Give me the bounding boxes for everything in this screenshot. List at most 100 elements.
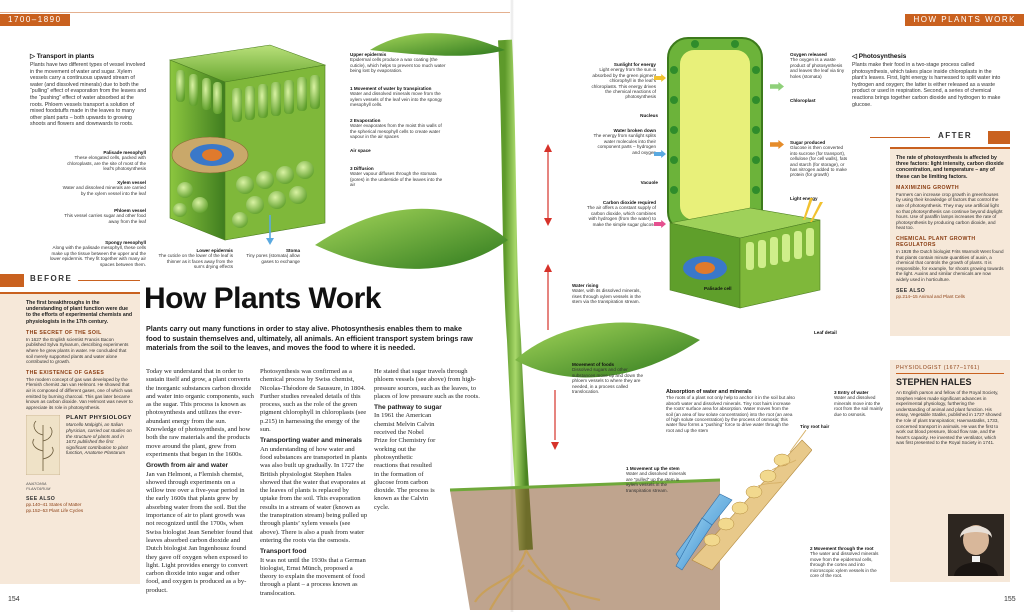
body-column-1: Today we understand that in order to sus… (146, 368, 254, 595)
page-title: How Plants Work (144, 282, 381, 315)
anatome-plantarum-illustration (25, 415, 61, 476)
plant-physiology-title: PLANT PHYSIOLOGY (66, 415, 132, 422)
before-lead: The first breakthroughs in the understan… (26, 300, 133, 325)
label-light-energy: Light energy (790, 196, 818, 201)
root-cross-section (675, 430, 812, 571)
right-header: HOW PLANTS WORK (512, 0, 1024, 26)
roots (474, 549, 601, 610)
after-sec2-text: In 1928 the Dutch biologist Frits Warmol… (896, 248, 1004, 282)
before-label: BEFORE (30, 274, 73, 283)
header-title: HOW PLANTS WORK (905, 14, 1024, 26)
body-col3-p1: He stated that sugar travels through phl… (374, 368, 480, 400)
photosynthesis-box: ◁ Photosynthesis Plants make their food … (852, 52, 1002, 108)
photosynthesis-title: ◁ Photosynthesis (852, 53, 907, 60)
body-column-3: He stated that sugar travels through phl… (374, 368, 482, 512)
left-header-rule (0, 12, 512, 13)
body-col2-p2: An understanding of how water and food s… (260, 445, 368, 544)
after-sec1-text: Farmers can increase crop growth in gree… (896, 191, 1003, 231)
stem (498, 39, 533, 551)
after-see-ref[interactable]: pp.214–15 Animal and Plant Cells (896, 293, 965, 299)
body-col1-p2: Jan van Helmont, a Flemish chemist, show… (146, 470, 253, 594)
after-sec2-title: CHEMICAL PLANT GROWTH REGULATORS (896, 235, 976, 248)
page-number-left: 154 (8, 596, 20, 603)
water-rising-arrows (544, 144, 559, 450)
label-nucleus: Nucleus (640, 113, 658, 118)
after-lead: The rate of photosynthesis is affected b… (896, 155, 1004, 180)
physiologist-text: An English parson and fellow of the Roya… (896, 390, 1002, 446)
body-col2-p1: Photosynthesis was confirmed as a chemic… (260, 368, 367, 434)
leaf-detail-cube (669, 198, 823, 309)
label-chloroplast: Chloroplast (790, 98, 816, 103)
transport-title: ▷ Transport in plants (30, 53, 95, 60)
body-col1-heading: Growth from air and water (146, 462, 229, 470)
physiologist-box: PHYSIOLOGIST (1677–1761) STEPHEN HALES A… (890, 360, 1010, 582)
sugar-arrow (770, 140, 784, 149)
label-palisade-cell: Palisade cell (704, 286, 732, 291)
plant-physiology-text: Marcello Malpighi, an Italian physician,… (66, 422, 132, 456)
portrait-stephen-hales (948, 514, 1004, 576)
after-see-also: SEE ALSO (896, 287, 926, 294)
label-root-hair: Tiny root hair (800, 424, 830, 429)
body-col2-heading-1: Transporting water and minerals (260, 437, 362, 445)
physiologist-label: PHYSIOLOGIST (1677–1761) (896, 365, 1004, 374)
chloroplast-cell (667, 37, 763, 233)
top-leaf (370, 33, 505, 56)
before-sec1-text: In 1627 the English scientist Francis Ba… (26, 336, 129, 365)
palisade-cells (176, 70, 320, 122)
soil (450, 480, 720, 610)
before-sec2-title: THE EXISTENCE OF GASES (26, 369, 105, 376)
co2-arrow (654, 220, 666, 228)
sunlight-arrow (654, 74, 666, 82)
body-col2-heading-2: Transport food (260, 548, 307, 556)
vein (171, 136, 249, 174)
before-see-also: SEE ALSO (26, 496, 56, 503)
before-see-ref-2[interactable]: pp.152–53 Plant Life Cycles (26, 507, 84, 513)
physiologist-name: STEPHEN HALES (896, 377, 972, 387)
body-col3-p2: In 1961 the American chemist Melvin Calv… (374, 412, 436, 511)
photosynthesis-text: Plants make their food in a two-stage pr… (852, 62, 1001, 108)
before-see-ref-1[interactable]: pp.140–41 States of Matter (26, 502, 82, 508)
book-figure: ANATOMIA PLANTARUM (25, 415, 62, 491)
before-sec2-text: The modern concept of gas was developed … (26, 376, 133, 410)
intro-text: Plants carry out many functions in order… (146, 324, 473, 353)
right-leaf (515, 322, 700, 378)
label-leaf-detail: Leaf detail (814, 330, 837, 335)
label-vacuole: Vacuole (640, 180, 658, 185)
transport-text: Plants have two different types of vesse… (30, 62, 147, 128)
body-col3-heading: The pathway to sugar (374, 404, 442, 412)
before-box: The first breakthroughs in the understan… (0, 292, 140, 584)
spongy-cells (173, 161, 314, 228)
before-sec1-title: THE SECRET OF THE SOIL (26, 329, 102, 336)
water-arrow (654, 150, 666, 158)
leaf-cross-section (168, 44, 327, 245)
body-col1-p1: Today we understand that in order to sus… (146, 368, 254, 458)
plant-physiology-block: ANATOMIA PLANTARUM PLANT PHYSIOLOGY Marc… (25, 415, 134, 491)
after-label: AFTER (938, 131, 973, 140)
after-box: The rate of photosynthesis is affected b… (890, 147, 1010, 336)
after-sec1-title: MAXIMIZING GROWTH (896, 184, 959, 191)
body-col2-p3: It was not until the 1930s that a German… (260, 556, 366, 597)
before-tab: BEFORE (0, 274, 140, 287)
left-header: 1700–1890 (0, 0, 512, 26)
header-dates: 1700–1890 (0, 14, 70, 26)
plant-illustration (315, 33, 720, 610)
